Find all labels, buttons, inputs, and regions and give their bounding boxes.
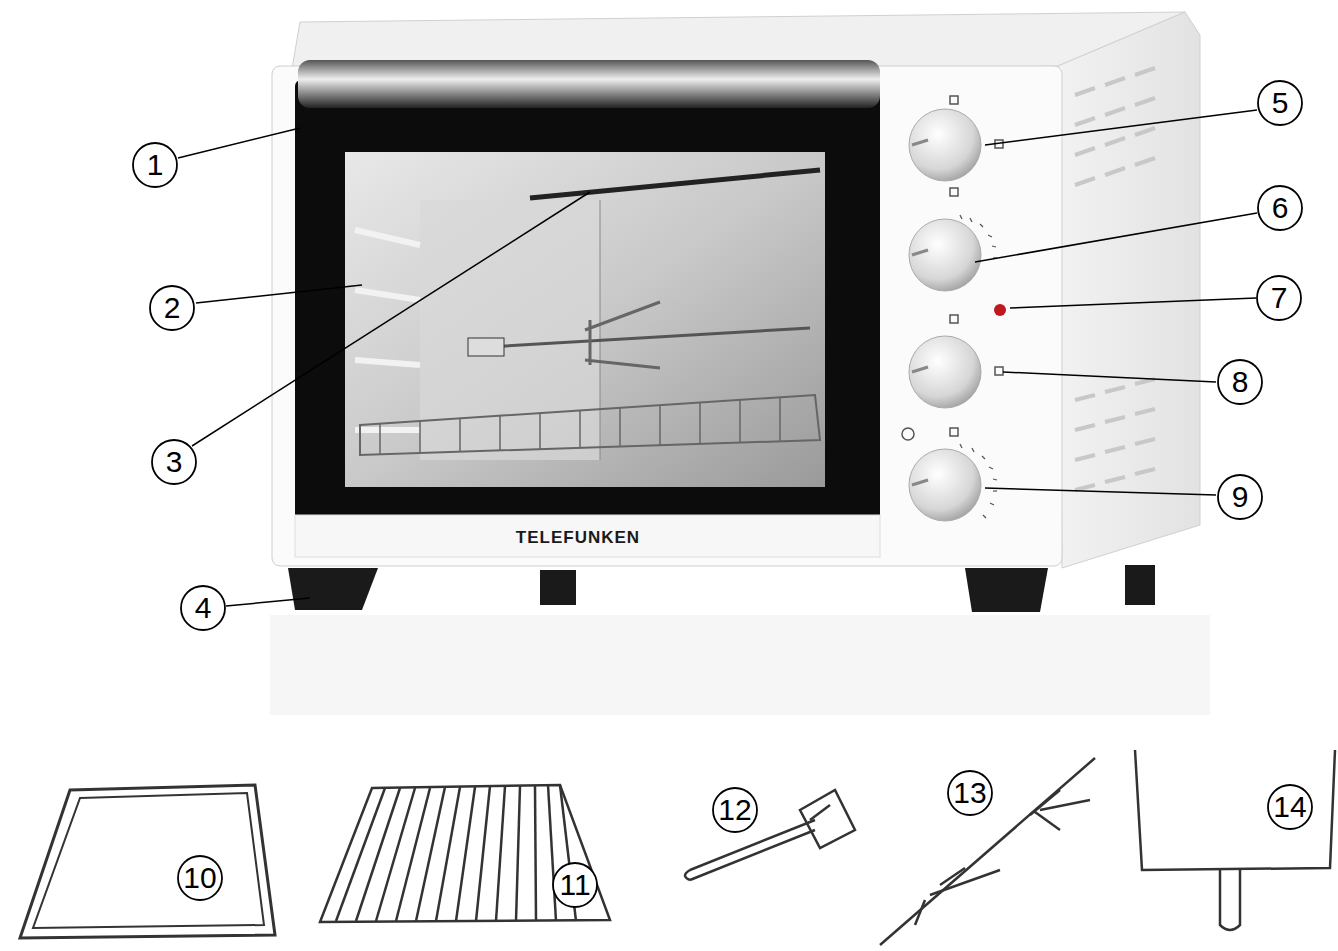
callout-number: 10 bbox=[183, 861, 216, 894]
callout-text-group: 7 bbox=[1271, 283, 1288, 313]
callout-text-group: 9 bbox=[1232, 482, 1249, 512]
callout-circle-shape bbox=[1258, 186, 1302, 230]
callout-circle: 11 bbox=[552, 862, 598, 908]
callout-circle-shape bbox=[1218, 360, 1262, 404]
callout-number: 9 bbox=[1232, 480, 1249, 513]
callout-number: 6 bbox=[1272, 191, 1289, 224]
indicator-light bbox=[994, 304, 1006, 316]
inner-wall bbox=[420, 200, 600, 460]
callout-circle-shape bbox=[181, 586, 225, 630]
wire-rack bbox=[360, 395, 820, 455]
oven-door bbox=[295, 80, 880, 520]
baking-tray bbox=[20, 785, 275, 938]
callout-number: 5 bbox=[1272, 86, 1289, 119]
callout-circle-shape bbox=[150, 286, 194, 330]
callout-circle-shape bbox=[1268, 785, 1312, 829]
callout-circle-shape bbox=[133, 143, 177, 187]
callout-circle-shape bbox=[178, 856, 222, 900]
callout-circle: 1 bbox=[132, 142, 178, 188]
callout-number: 4 bbox=[195, 591, 212, 624]
oven-window bbox=[345, 152, 825, 487]
heating-element bbox=[530, 170, 820, 198]
callout-circle-shape bbox=[553, 863, 597, 907]
oven-side bbox=[1058, 12, 1200, 568]
callout-circle: 12 bbox=[712, 787, 758, 833]
callout-circle: 13 bbox=[947, 770, 993, 816]
callout-circle: 14 bbox=[1267, 784, 1313, 830]
callout-circle: 9 bbox=[1217, 474, 1263, 520]
callout-number: 7 bbox=[1271, 281, 1288, 314]
callout-text-group: 13 bbox=[953, 778, 986, 808]
callout-text-group: 2 bbox=[164, 293, 181, 323]
callout-circle-shape bbox=[1218, 475, 1262, 519]
callout-circle-shape bbox=[152, 440, 196, 484]
tray-handle bbox=[685, 790, 855, 880]
callout-number: 3 bbox=[166, 445, 183, 478]
callout-text-group: 10 bbox=[183, 863, 216, 893]
callout-text-group: 1 bbox=[147, 150, 164, 180]
door-bottom-strip bbox=[295, 515, 880, 557]
callout-circle: 3 bbox=[151, 439, 197, 485]
callout-circle-shape bbox=[1257, 276, 1301, 320]
callout-text-group: 4 bbox=[195, 593, 212, 623]
dial-ticks bbox=[960, 215, 997, 518]
door-handle bbox=[298, 60, 880, 108]
callout-number: 1 bbox=[147, 148, 164, 181]
callout-circle: 7 bbox=[1256, 275, 1302, 321]
callout-number: 11 bbox=[559, 868, 590, 901]
rotisserie-spit-accessory bbox=[880, 758, 1095, 945]
callout-text-group: 12 bbox=[718, 795, 751, 825]
floor-reflection bbox=[270, 615, 1210, 715]
callout-text-group: 8 bbox=[1232, 367, 1249, 397]
callout-number: 8 bbox=[1232, 365, 1249, 398]
inner-edge bbox=[600, 200, 601, 460]
callout-circle-shape bbox=[1258, 81, 1302, 125]
callout-number: 13 bbox=[953, 776, 986, 809]
callout-text-group: 5 bbox=[1272, 88, 1289, 118]
grill-rack bbox=[320, 785, 610, 922]
knob-symbols bbox=[902, 96, 1003, 440]
callout-circle-shape bbox=[713, 788, 757, 832]
rack-rails bbox=[355, 230, 420, 430]
oven-feet bbox=[288, 565, 1155, 612]
control-knobs bbox=[909, 109, 981, 521]
brand-label: TELEFUNKEN bbox=[516, 528, 640, 548]
callout-number: 2 bbox=[164, 291, 181, 324]
callout-circle: 5 bbox=[1257, 80, 1303, 126]
callout-circle: 10 bbox=[177, 855, 223, 901]
callout-circle: 2 bbox=[149, 285, 195, 331]
spit-fork-handle bbox=[1135, 750, 1335, 930]
callout-number: 14 bbox=[1273, 790, 1306, 823]
callout-text-group: 6 bbox=[1272, 193, 1289, 223]
callout-circle: 6 bbox=[1257, 185, 1303, 231]
callout-text-group: 11 bbox=[559, 870, 590, 900]
callout-circle-shape bbox=[948, 771, 992, 815]
rotisserie-spit bbox=[468, 302, 810, 368]
callout-number: 12 bbox=[718, 793, 751, 826]
leader-lines bbox=[178, 110, 1257, 606]
callout-circle: 8 bbox=[1217, 359, 1263, 405]
callout-text-group: 3 bbox=[166, 447, 183, 477]
oven-front bbox=[272, 66, 1062, 566]
callout-text-group: 14 bbox=[1273, 792, 1306, 822]
callout-circle: 4 bbox=[180, 585, 226, 631]
